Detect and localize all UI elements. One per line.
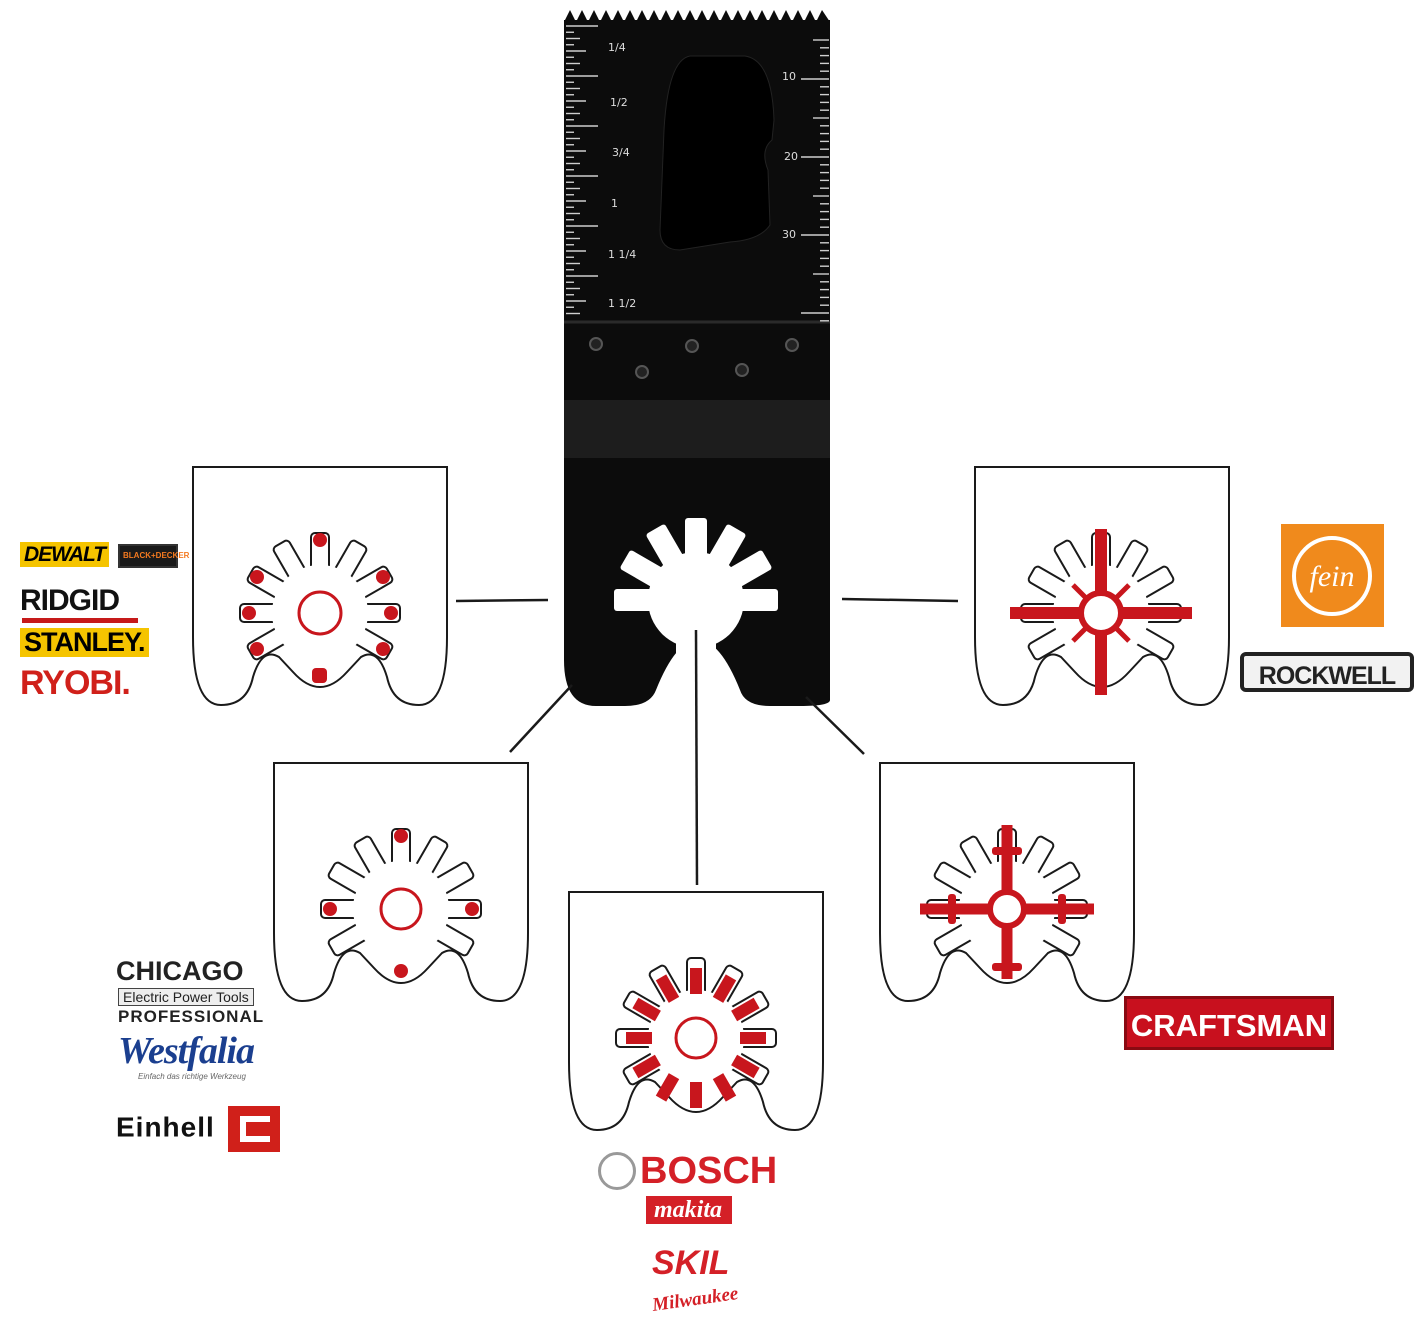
chicago-logo: CHICAGO xyxy=(116,956,244,986)
mount-card-lower-left xyxy=(273,762,529,1002)
westfalia-logo: Westfalia xyxy=(118,1030,255,1072)
star-outline xyxy=(320,828,482,965)
einhell-mark xyxy=(227,1106,280,1152)
bosch-armature-icon xyxy=(598,1152,636,1190)
ruler-label-three-quarter: 3/4 xyxy=(612,146,630,159)
center-ring xyxy=(674,1016,718,1060)
ruler-label-half: 1/2 xyxy=(610,96,628,109)
mount-dash xyxy=(626,1032,652,1044)
black-decker-logo: BLACK+DECKER xyxy=(118,544,189,568)
main-blade: 1/4 1/2 3/4 1 1 1/4 1 1/2 10 20 30 xyxy=(564,10,830,710)
chicago-subtitle: Electric Power Tools xyxy=(118,988,254,1006)
center-ring xyxy=(987,889,1027,929)
blade-rivets xyxy=(589,337,799,379)
mount-dash xyxy=(731,1054,760,1079)
fein-logo: fein xyxy=(1281,524,1384,627)
mount-card-bottom-center xyxy=(568,891,824,1131)
ruler-mm-scale xyxy=(801,39,829,322)
einhell-text: Einhell xyxy=(116,1111,215,1143)
mount-dash xyxy=(712,974,737,1003)
blade-spoke xyxy=(717,550,772,594)
mount-dash xyxy=(690,968,702,994)
mount-pins xyxy=(323,829,479,978)
mount-pins xyxy=(242,533,398,683)
bosch-logo xyxy=(598,1152,636,1190)
ryobi-logo: RYOBI. xyxy=(20,664,131,702)
ruler-label-10: 10 xyxy=(782,70,796,83)
craftsman-logo: CRAFTSMAN xyxy=(1124,996,1334,1050)
mount-card-lower-right xyxy=(879,762,1135,1002)
mount-dash xyxy=(632,1054,661,1079)
skil-logo: SKIL xyxy=(652,1244,730,1282)
mount-dash xyxy=(632,997,661,1022)
ridgid-underline xyxy=(22,618,138,623)
einhell-logo: Einhell xyxy=(116,1106,280,1152)
blade-spoke xyxy=(646,524,690,579)
blade-teeth xyxy=(564,10,830,22)
mount-card-top-right xyxy=(974,466,1230,706)
blade-spoke xyxy=(702,524,746,579)
westfalia-tagline: Einfach das richtige Werkzeug xyxy=(138,1072,246,1081)
mount-card-top-left xyxy=(192,466,448,706)
mount-dash xyxy=(731,997,760,1022)
ruler-label-one-half: 1 1/2 xyxy=(608,297,636,310)
ruler-label-one: 1 xyxy=(611,197,618,210)
blade-spoke xyxy=(620,550,675,594)
stanley-logo: STANLEY. xyxy=(20,628,149,657)
ruler-label-20: 20 xyxy=(784,150,798,163)
rockwell-logo: ROCKWELL xyxy=(1240,652,1414,692)
chicago-professional: PROFESSIONAL xyxy=(118,1007,265,1026)
blade-mount-cutout xyxy=(614,518,778,710)
ruler-label-one-quarter: 1 1/4 xyxy=(608,248,636,261)
dewalt-logo: DEWALT xyxy=(20,542,110,567)
mount-dash xyxy=(712,1073,737,1102)
blade-bevel xyxy=(564,400,830,458)
fein-logo-text: fein xyxy=(1310,560,1355,593)
craftsman-bars xyxy=(948,847,1066,971)
ruler-inch-scale xyxy=(566,25,598,315)
blade-window xyxy=(659,55,775,251)
blade-spoke xyxy=(685,518,707,570)
mount-dash xyxy=(690,1082,702,1108)
bosch-text: BOSCH xyxy=(640,1150,778,1192)
mount-dash xyxy=(655,1073,680,1102)
center-ring xyxy=(1078,590,1124,636)
ridgid-logo: RIDGID xyxy=(20,584,120,617)
makita-logo: makita xyxy=(646,1196,733,1224)
mount-dash xyxy=(655,974,680,1003)
mount-dash-ring xyxy=(626,968,766,1108)
connector-lines xyxy=(455,597,959,886)
center-ring xyxy=(297,590,343,636)
blade-spoke xyxy=(726,589,778,611)
ruler-label-30: 30 xyxy=(782,228,796,241)
ruler-label-quarter: 1/4 xyxy=(608,41,626,54)
blade-spoke xyxy=(614,589,666,611)
center-ring xyxy=(379,887,423,931)
mount-dash xyxy=(740,1032,766,1044)
